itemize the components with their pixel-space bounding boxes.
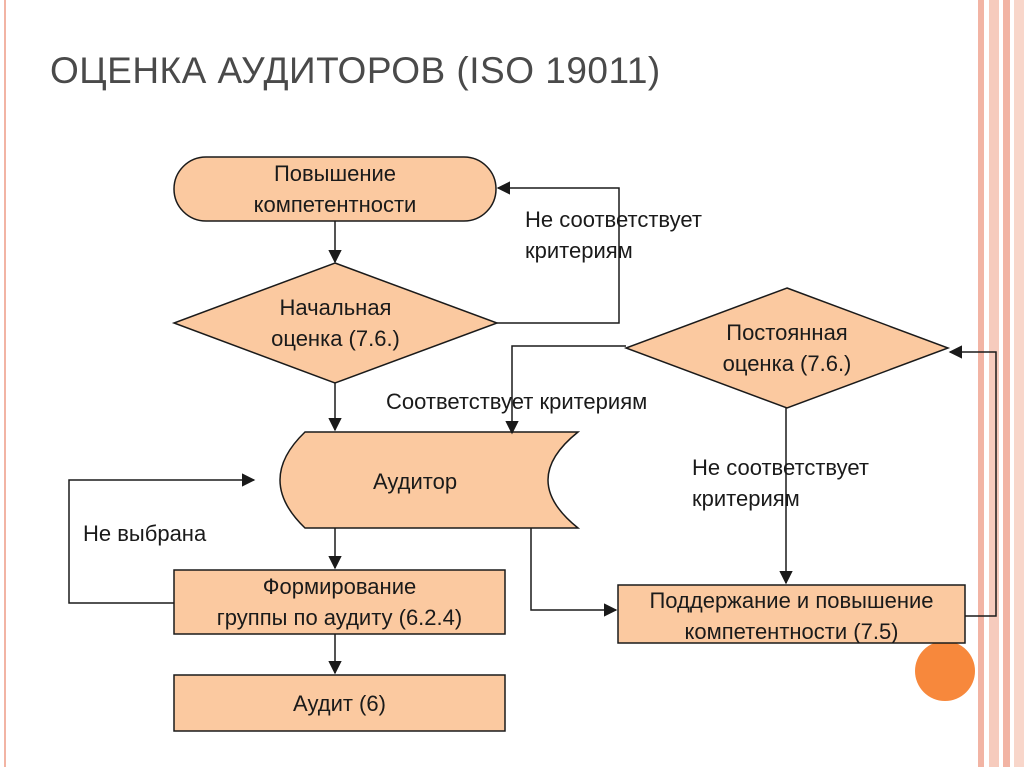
edge-continuous-meets-to-auditor: [505, 345, 626, 435]
node-initial-assessment-label: Начальная оценка (7.6.): [271, 295, 400, 351]
node-maintain-competence-shape: [617, 584, 966, 644]
edge-label-meets-criteria: Соответствует критериям: [386, 389, 648, 414]
node-team-formation-shape: [173, 569, 506, 635]
edge-label-not-selected: Не выбрана: [83, 521, 207, 546]
right-border-stripes: [978, 0, 1024, 767]
node-audit-shape: [173, 674, 506, 732]
edge-auditor-to-maintain: [530, 528, 618, 617]
node-competence-increase-label: Повышение компетентности: [253, 161, 417, 217]
accent-circle: [915, 641, 975, 701]
slide-title: ОЦЕНКА АУДИТОРОВ (ISO 19011): [50, 50, 661, 91]
edge-initial-not-meet-loop: [496, 181, 620, 324]
node-auditor-label: Аудитор: [372, 469, 458, 494]
node-maintain-competence-label: Поддержание и повышение компетентности (…: [649, 588, 934, 644]
node-continuous-assessment-label: Постоянная оценка (7.6.): [722, 320, 852, 376]
edge-label-not-meet-top: Не соответствует критериям: [525, 207, 702, 263]
edge-team-not-selected-loop: [68, 473, 256, 604]
edge-label-not-meet-right: Не соответствует критериям: [692, 455, 869, 511]
left-border-stripe: [4, 0, 6, 767]
node-team-formation-label: Формирование группы по аудиту (6.2.4): [216, 574, 463, 630]
node-audit-label: Аудит (6): [293, 691, 386, 716]
node-auditor-shape: [279, 431, 581, 529]
edge-maintain-to-continuous: [948, 345, 997, 617]
node-continuous-assessment-shape: [623, 287, 951, 409]
